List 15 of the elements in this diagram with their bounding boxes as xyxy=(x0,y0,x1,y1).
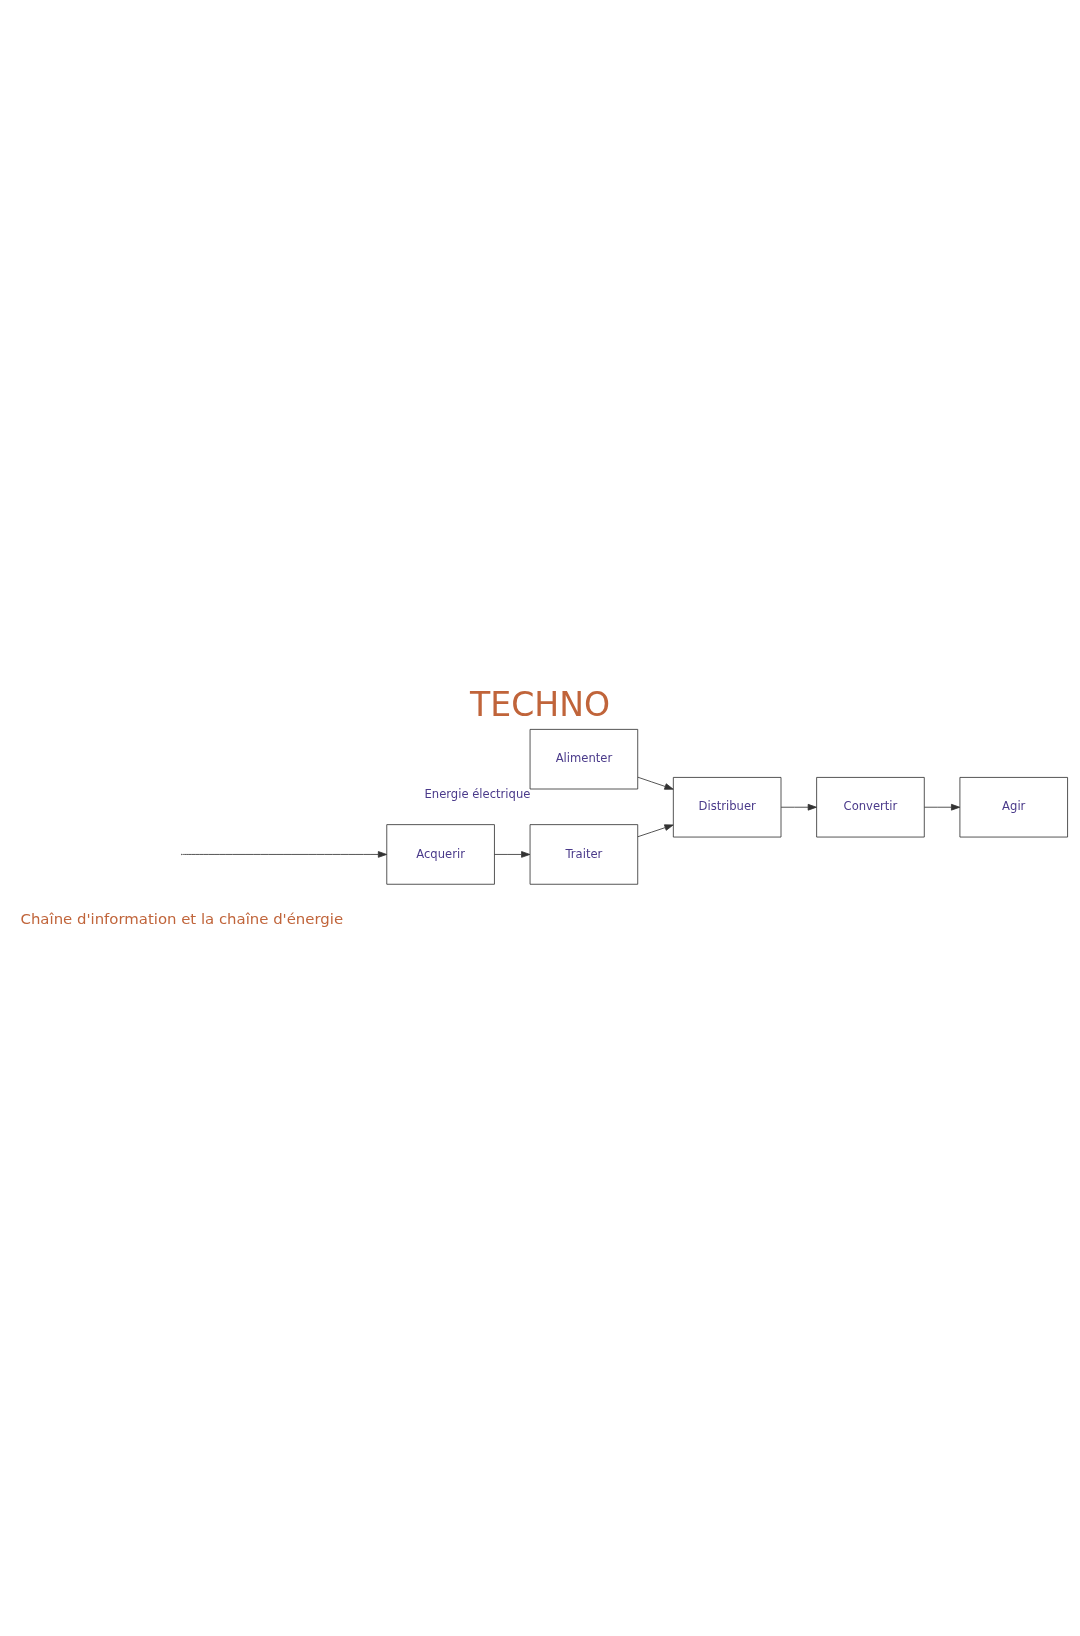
arrow xyxy=(780,803,817,811)
node-box: Agir xyxy=(959,777,1068,838)
node-label: Energie électrique xyxy=(424,787,531,802)
label: Chaîne d'information et la chaîne d'énergie xyxy=(20,909,344,928)
arrow xyxy=(924,803,961,811)
node-box: Alimenter xyxy=(529,728,639,790)
arrow xyxy=(637,824,674,838)
arrow xyxy=(494,851,531,858)
arrow xyxy=(182,851,388,858)
node-box: Acquerir xyxy=(386,824,495,885)
diagram-title: TECHNO xyxy=(470,685,610,725)
node-box: Convertir xyxy=(816,777,925,838)
node-box: Traiter xyxy=(529,824,639,885)
node-box: Distribuer xyxy=(672,777,782,838)
arrow xyxy=(637,776,674,790)
